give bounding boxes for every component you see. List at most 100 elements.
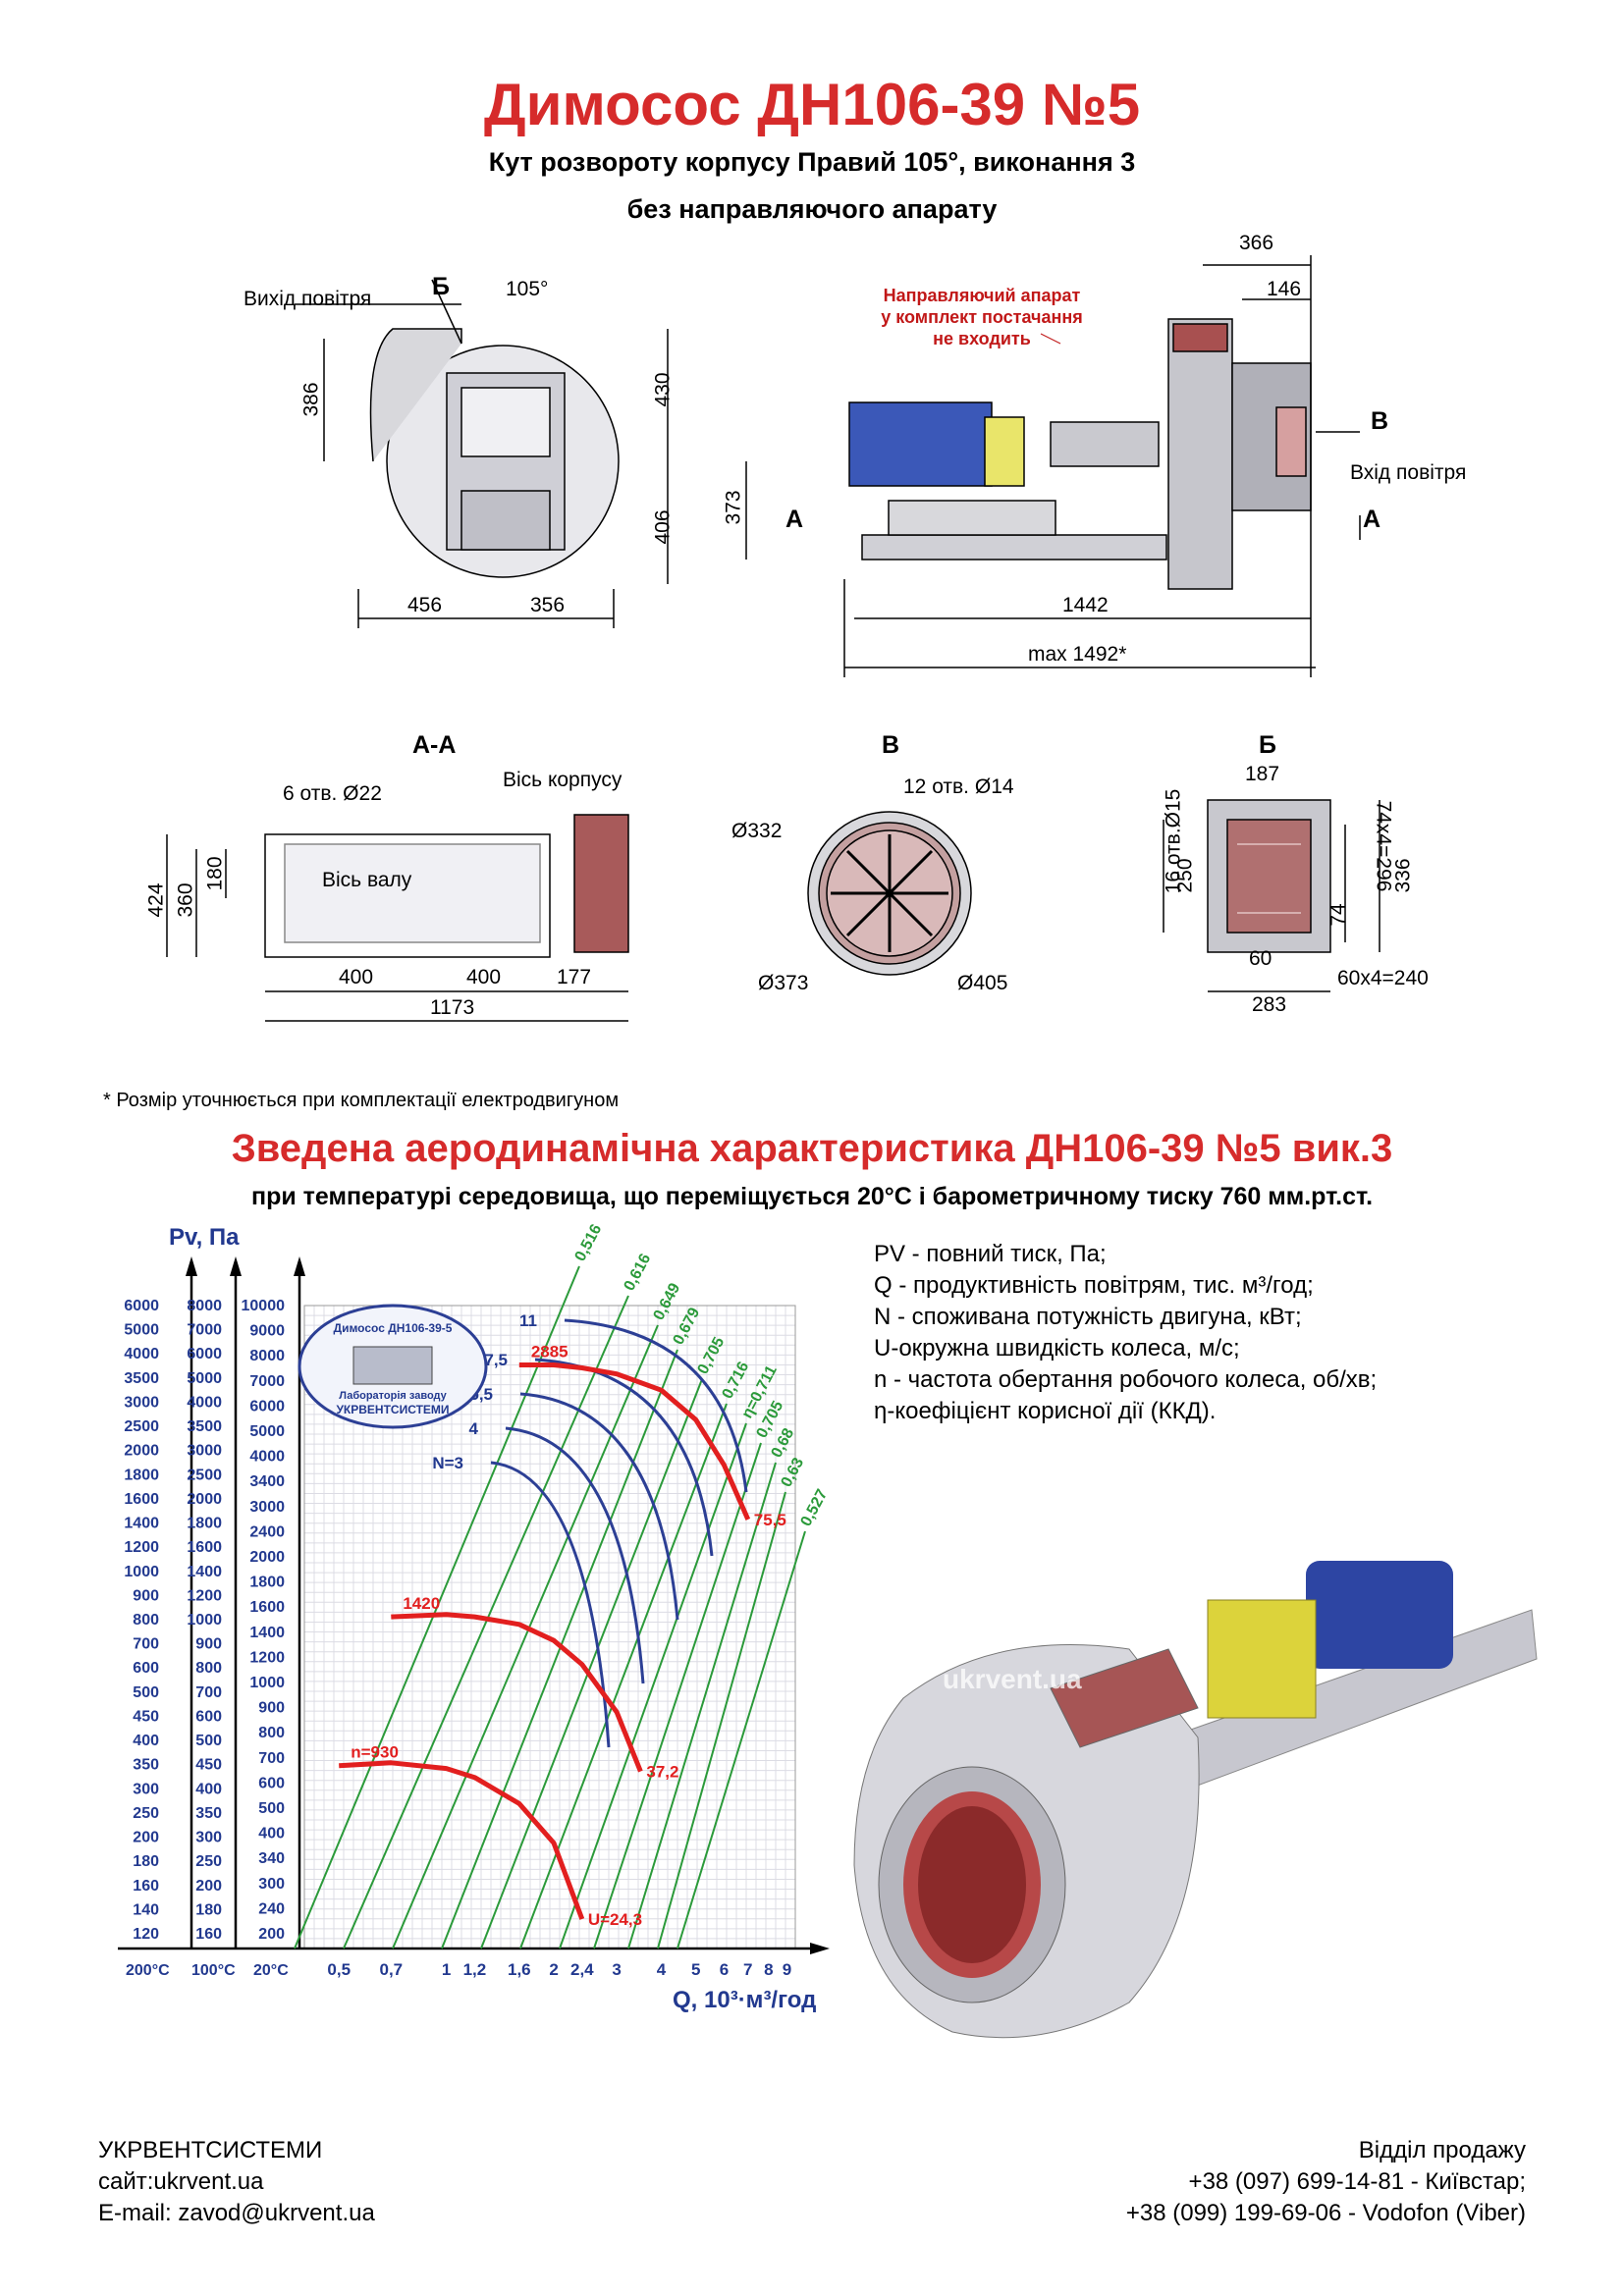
b-dim-60: 60 xyxy=(1249,947,1272,970)
efficiency-line xyxy=(343,1295,629,1949)
y-tick-20c: 3400 xyxy=(249,1473,285,1490)
aa-dim-1173: 1173 xyxy=(430,996,475,1019)
y-tick-100c: 160 xyxy=(195,1926,222,1943)
b-dim-283: 283 xyxy=(1252,993,1287,1016)
efficiency-label: 0,516 xyxy=(572,1221,606,1263)
y-tick-100c: 1200 xyxy=(187,1587,222,1604)
legend-u: U-окружна швидкість колеса, м/с; xyxy=(874,1335,1240,1362)
temp-label: 200°С xyxy=(126,1962,170,1979)
inlet-flange-v xyxy=(807,811,972,976)
motor-side xyxy=(848,401,993,487)
y-tick-200c: 300 xyxy=(133,1781,159,1797)
y-tick-200c: 1800 xyxy=(124,1467,159,1483)
efficiency-line xyxy=(559,1422,747,1949)
y-tick-20c: 10000 xyxy=(242,1298,286,1314)
fan-photo: ukrvent.ua xyxy=(853,1561,1538,2039)
x-tick: 9 xyxy=(783,1960,791,1979)
x-tick: 1 xyxy=(442,1960,451,1979)
efficiency-label: 0,705 xyxy=(695,1334,729,1376)
y-tick-200c: 1000 xyxy=(124,1564,159,1580)
company-name: УКРВЕНТСИСТЕМИ xyxy=(98,2137,323,2163)
y-tick-100c: 8000 xyxy=(187,1298,222,1314)
air-outlet-label: Вихід повітря xyxy=(244,288,372,310)
legend-n-speed: n - частота обертання робочого колеса, о… xyxy=(874,1366,1378,1393)
efficiency-line xyxy=(519,1403,728,1949)
site-link[interactable]: сайт:ukrvent.ua xyxy=(98,2168,264,2195)
outlet-flange-b xyxy=(1163,799,1380,992)
y-tick-200c: 500 xyxy=(133,1684,159,1701)
technical-drawing xyxy=(166,255,1380,1022)
y-tick-200c: 180 xyxy=(133,1853,159,1870)
aa-housing-axis: Вісь корпусу xyxy=(503,769,623,791)
dim-max: max 1492* xyxy=(1028,643,1127,666)
efficiency-line xyxy=(441,1349,678,1949)
legend-n: N - споживана потужність двигуна, кВт; xyxy=(874,1304,1302,1330)
x-tick: 0,5 xyxy=(327,1960,351,1979)
y-tick-100c: 1600 xyxy=(187,1539,222,1556)
y-tick-200c: 1600 xyxy=(124,1491,159,1508)
x-tick: 7 xyxy=(743,1960,752,1979)
x-tick: 4 xyxy=(657,1960,667,1979)
v-d405: Ø405 xyxy=(957,972,1008,994)
y-tick-200c: 5000 xyxy=(124,1322,159,1339)
y-tick-20c: 4000 xyxy=(249,1449,285,1466)
y-tick-100c: 2500 xyxy=(187,1467,222,1483)
y-tick-100c: 3000 xyxy=(187,1443,222,1460)
x-tick: 3 xyxy=(612,1960,621,1979)
y-tick-20c: 900 xyxy=(258,1700,285,1717)
y-tick-200c: 350 xyxy=(133,1757,159,1774)
motor-photo xyxy=(1306,1561,1453,1669)
phone-vodafone[interactable]: +38 (099) 199-69-06 - Vodofon (Viber) xyxy=(1125,2200,1526,2226)
subtitle-angle: Кут розвороту корпусу Правий 105°, викон… xyxy=(488,147,1136,177)
y-tick-100c: 1400 xyxy=(187,1564,222,1580)
b-dim-187: 187 xyxy=(1245,763,1280,785)
y-tick-200c: 250 xyxy=(133,1805,159,1822)
section-v-title: В xyxy=(882,731,900,759)
y-tick-100c: 450 xyxy=(195,1757,222,1774)
speed-label: 1420 xyxy=(403,1594,440,1613)
guide-note: Направляючий апарат у комплект постачанн… xyxy=(881,286,1083,348)
footnote: * Розмір уточнюється при комплектації ел… xyxy=(103,1090,620,1111)
y-tick-200c: 1200 xyxy=(124,1539,159,1556)
efficiency-line xyxy=(677,1530,806,1949)
y-tick-200c: 2500 xyxy=(124,1418,159,1435)
dim-146: 146 xyxy=(1267,278,1302,300)
y-tick-20c: 8000 xyxy=(249,1348,285,1364)
y-tick-100c: 250 xyxy=(195,1853,222,1870)
y-tick-20c: 9000 xyxy=(249,1323,285,1340)
y-tick-200c: 900 xyxy=(133,1587,159,1604)
y-tick-20c: 7000 xyxy=(249,1373,285,1390)
aa-holes: 6 отв. Ø22 xyxy=(283,782,382,805)
y-tick-20c: 1400 xyxy=(249,1625,285,1641)
section-b-title: Б xyxy=(1259,731,1276,759)
y-tick-100c: 1000 xyxy=(187,1612,222,1629)
legend-q: Q - продуктивність повітрям, тис. м³/год… xyxy=(874,1272,1314,1299)
power-curve xyxy=(519,1392,679,1621)
power-label: N=3 xyxy=(432,1454,463,1472)
y-tick-100c: 6000 xyxy=(187,1346,222,1362)
legend: PV - повний тиск, Па; Q - продуктивність… xyxy=(874,1239,1377,1427)
x-tick: 0,7 xyxy=(380,1960,404,1979)
dim-456: 456 xyxy=(407,594,443,616)
y-tick-100c: 500 xyxy=(195,1733,222,1749)
y-tick-100c: 350 xyxy=(195,1805,222,1822)
v-holes: 12 отв. Ø14 xyxy=(903,775,1014,798)
email-link[interactable]: E-mail: zavod@ukrvent.ua xyxy=(98,2200,375,2226)
x-tick: 2,4 xyxy=(570,1960,594,1979)
y-tick-200c: 3500 xyxy=(124,1370,159,1387)
phone-kyivstar[interactable]: +38 (097) 699-14-81 - Київстар; xyxy=(1188,2168,1526,2195)
y-tick-200c: 450 xyxy=(133,1708,159,1725)
y-tick-20c: 1800 xyxy=(249,1575,285,1591)
y-tick-100c: 180 xyxy=(195,1901,222,1918)
y-tick-20c: 1200 xyxy=(249,1649,285,1666)
y-tick-200c: 800 xyxy=(133,1612,159,1629)
speed-label: 2885 xyxy=(531,1343,568,1362)
efficiency-line xyxy=(392,1324,659,1949)
photo-watermark: ukrvent.ua xyxy=(943,1664,1082,1694)
y-axis-arrow-2 xyxy=(294,1256,305,1276)
b-dim-240: 60x4=240 xyxy=(1337,967,1429,989)
y-tick-200c: 160 xyxy=(133,1878,159,1895)
y-tick-200c: 700 xyxy=(133,1636,159,1653)
x-tick: 1,2 xyxy=(463,1960,487,1979)
power-label: 7,5 xyxy=(484,1351,508,1369)
